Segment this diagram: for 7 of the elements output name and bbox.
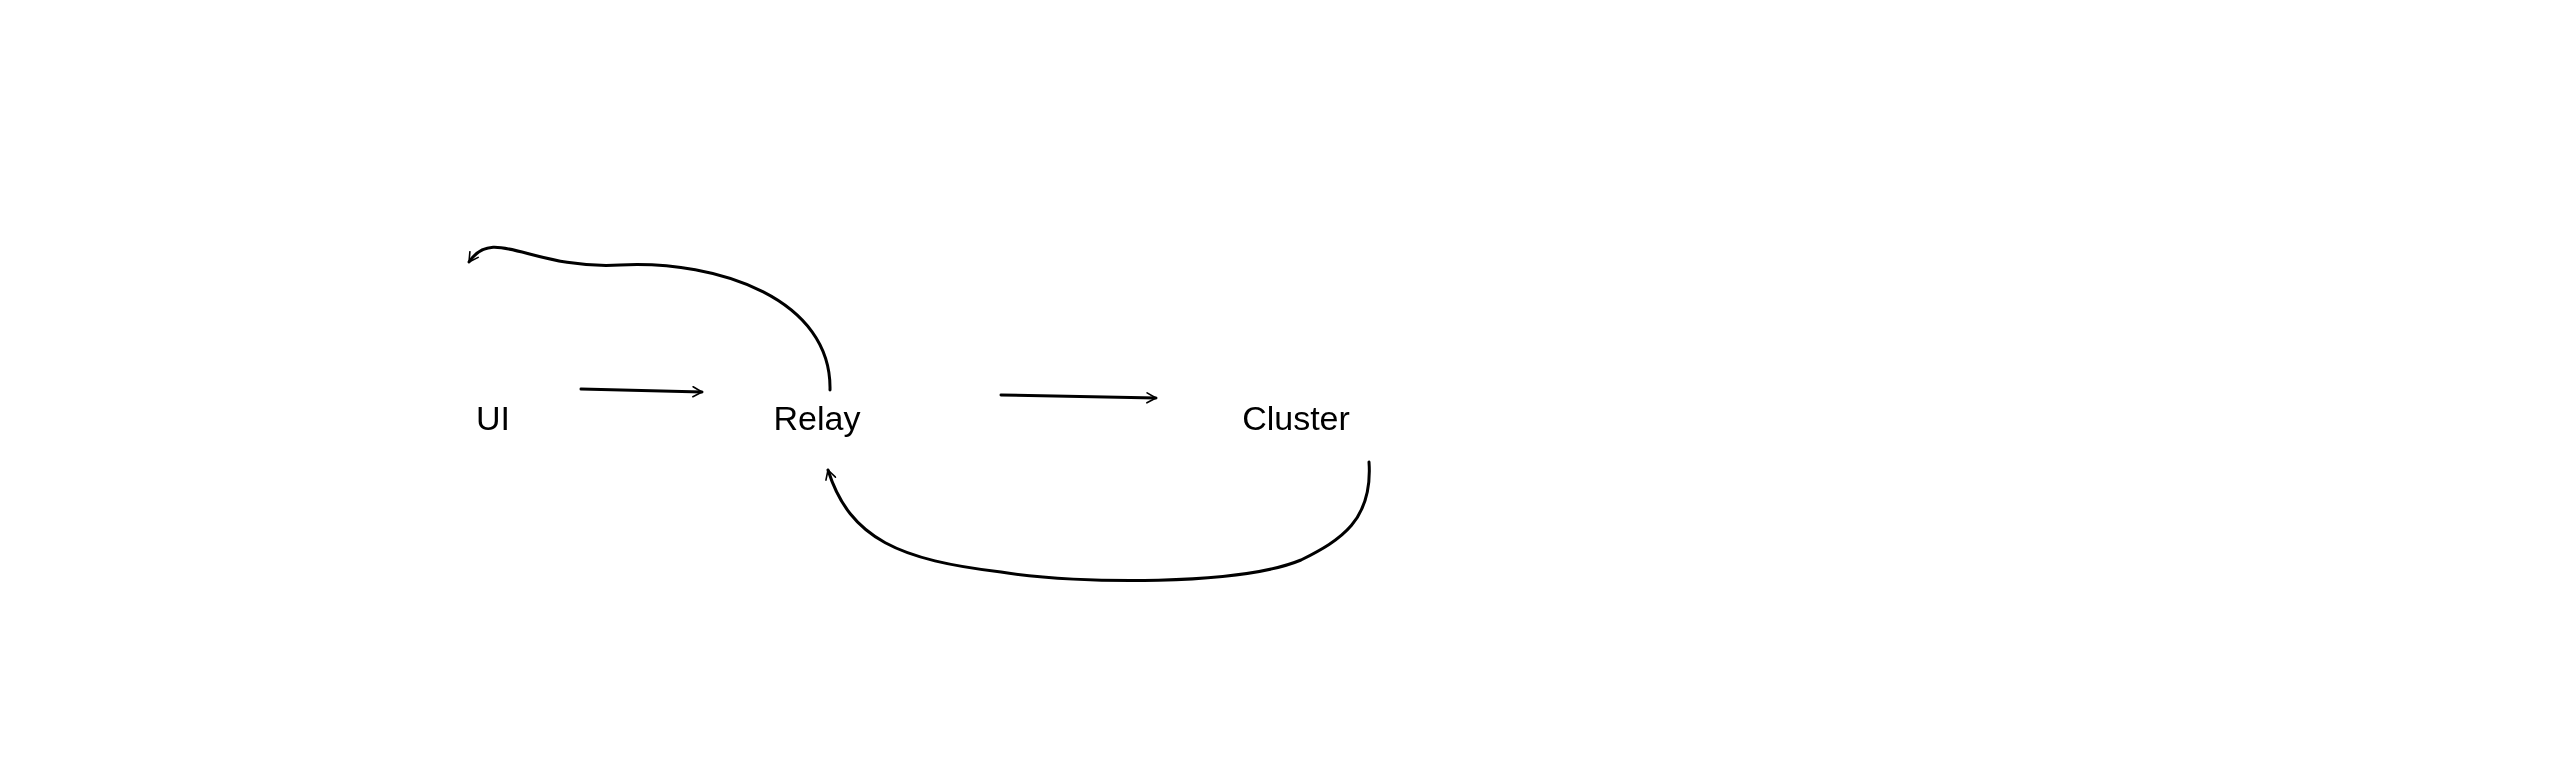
arrow [825,460,1371,583]
arrow [579,386,704,398]
node-label: Relay [764,398,870,438]
arrow [999,392,1158,404]
node-label: Cluster [1219,398,1373,438]
node-label: UI [465,398,521,438]
arrow [467,245,832,392]
